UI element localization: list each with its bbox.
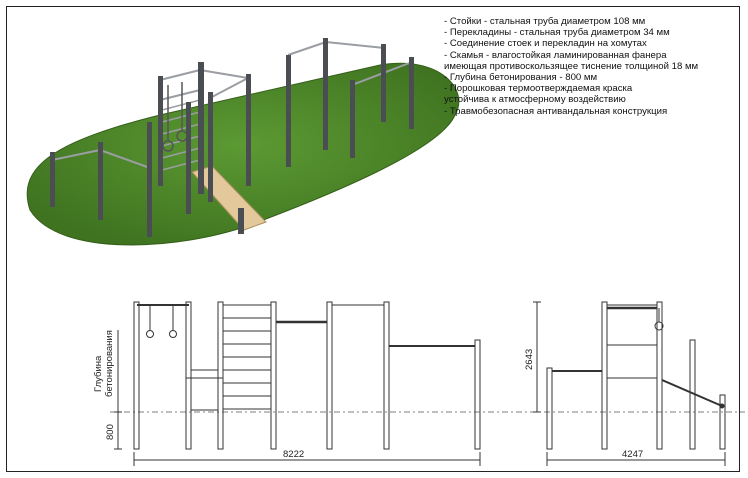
spec-item: - Стойки - стальная труба диаметром 108 … bbox=[444, 16, 646, 27]
side-height-dimension: 2643 bbox=[524, 349, 535, 370]
side-view bbox=[533, 301, 726, 466]
drawing-sheet bbox=[6, 6, 740, 472]
spec-item: устойчива к атмосферному воздействию bbox=[444, 94, 626, 106]
depth-dimension: 800 bbox=[105, 424, 116, 440]
spec-item: - Соединение стоек и перекладин на хомут… bbox=[444, 38, 647, 50]
posts bbox=[50, 38, 414, 237]
spec-item: - Перекладины - стальная труба диаметром… bbox=[444, 27, 670, 39]
spec-item: имеющая противоскользящее тиснение толщи… bbox=[444, 60, 699, 72]
spec-item: - Глубина бетонирования - 800 мм bbox=[444, 72, 598, 84]
side-width-dimension: 4247 bbox=[622, 449, 643, 460]
spec-item: - Скамья - влагостойкая ламинированная ф… bbox=[444, 49, 667, 61]
depth-label-line1: Глубина bbox=[93, 355, 104, 392]
front-view bbox=[114, 301, 481, 466]
crossbars bbox=[51, 41, 413, 169]
front-width-dimension: 8222 bbox=[283, 449, 304, 460]
depth-label-line2: бетонирования bbox=[104, 330, 115, 397]
spec-item: - Порошковая термоотверждаемая краска bbox=[444, 83, 633, 95]
spec-list: - Стойки - стальная труба диаметром 108 … bbox=[444, 16, 744, 117]
spec-item: - Травмобезопасная антивандальная констр… bbox=[444, 105, 668, 117]
